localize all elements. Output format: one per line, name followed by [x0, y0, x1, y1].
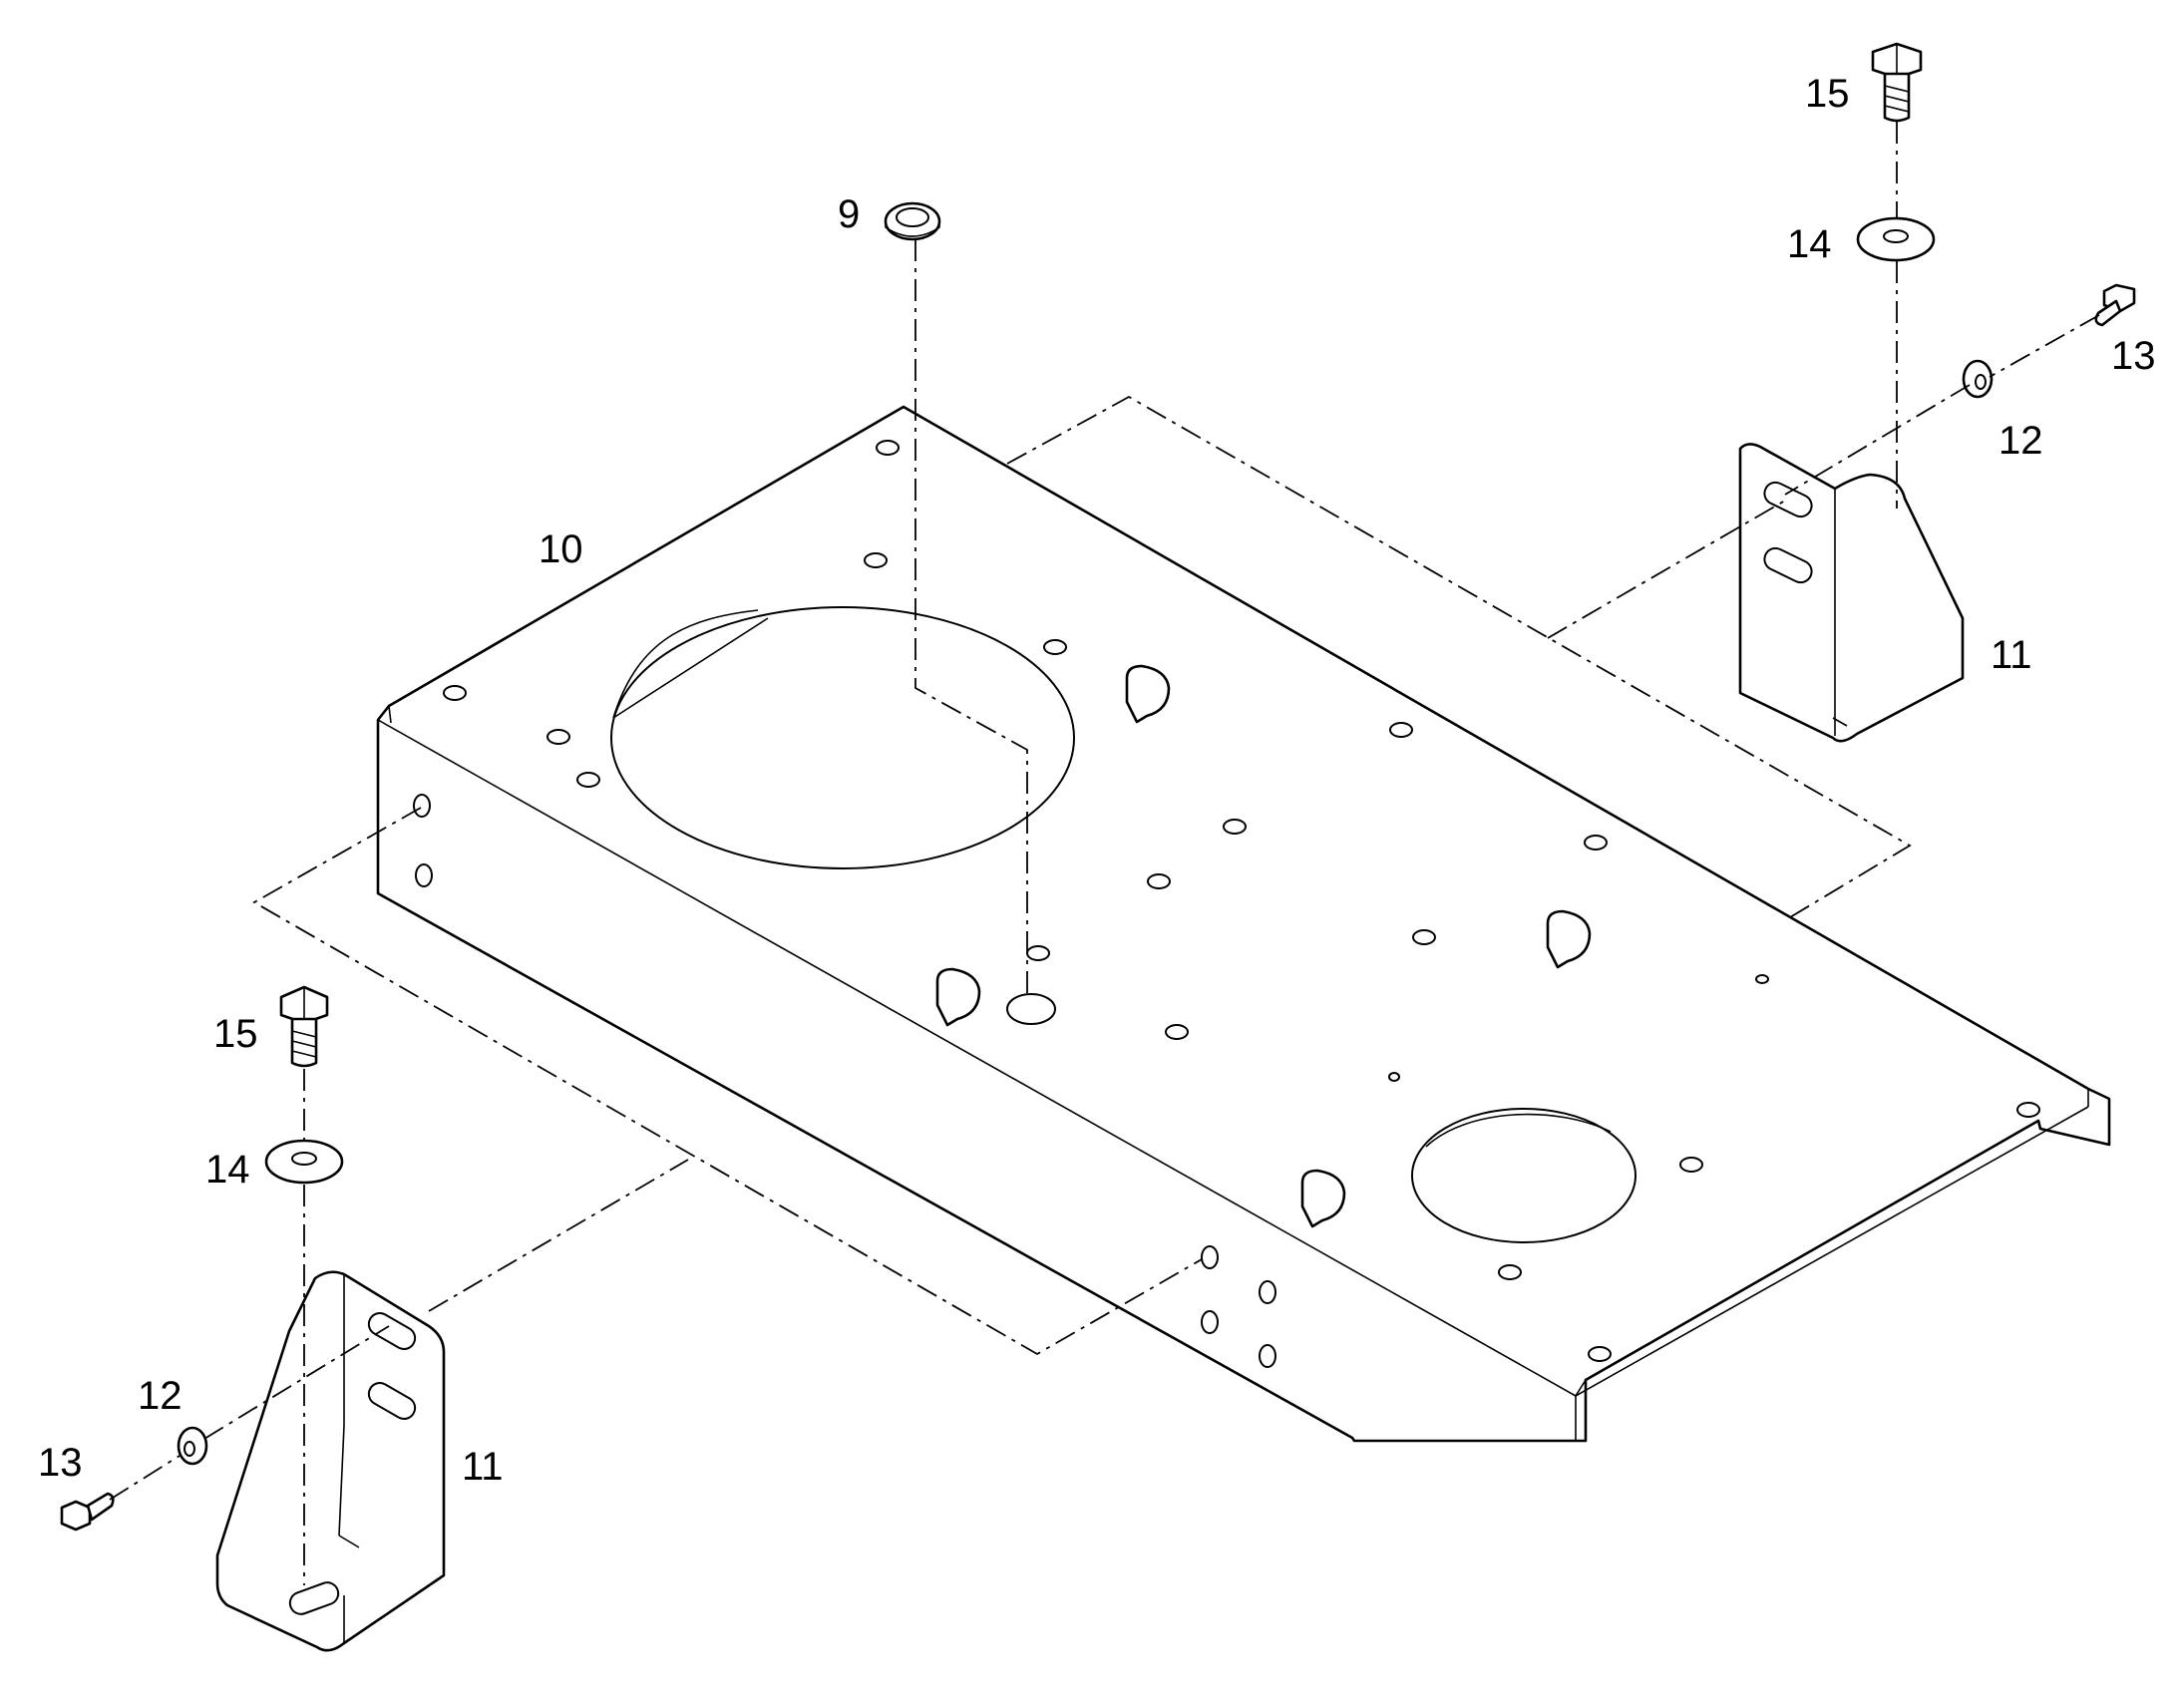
washer-small-left [177, 1426, 208, 1466]
callout-15-left: 15 [213, 1012, 258, 1056]
washer-small-right [1962, 359, 1994, 399]
bolt-left [279, 985, 329, 1068]
bolt-right [1871, 42, 1923, 123]
plate-holes [413, 440, 2040, 1368]
callout-9: 9 [838, 192, 860, 236]
bracket-left [215, 1270, 446, 1652]
callout-11-left: 11 [462, 1445, 504, 1489]
callout-13-left: 13 [38, 1441, 83, 1485]
callout-12-right: 12 [1998, 419, 2043, 463]
large-circular-opening [610, 606, 1075, 869]
washer-large-left [264, 1139, 344, 1185]
callout-15-right: 15 [1805, 72, 1850, 116]
callout-14-left: 14 [205, 1148, 250, 1192]
screw-right [2094, 283, 2136, 327]
bracket-right [1738, 443, 1965, 743]
callout-11-right: 11 [1991, 633, 2032, 677]
callout-10: 10 [539, 527, 583, 571]
callout-14-right: 14 [1787, 222, 1832, 266]
callout-12-left: 12 [138, 1374, 182, 1418]
grommet [884, 201, 941, 241]
small-circular-opening [1411, 1108, 1636, 1243]
washer-large-right [1856, 216, 1936, 262]
callout-13-right: 13 [2111, 334, 2156, 378]
assembly-leader-lines [109, 122, 2100, 1585]
screw-left [60, 1492, 115, 1532]
p-shaped-cutouts [935, 664, 1592, 1228]
callouts: 9 10 11 11 12 12 13 13 14 14 15 15 [38, 72, 2156, 1489]
